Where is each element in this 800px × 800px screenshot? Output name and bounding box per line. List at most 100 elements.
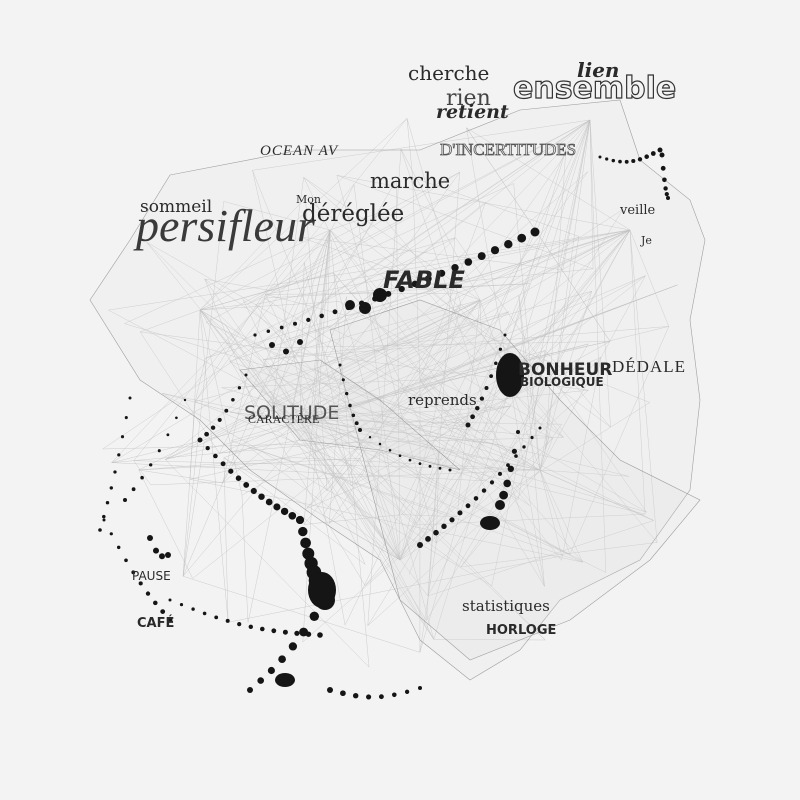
trail-dot	[503, 479, 512, 488]
trail-dot	[388, 449, 392, 452]
web-line	[399, 291, 592, 561]
web-line	[322, 172, 460, 365]
web-line	[518, 295, 545, 587]
trail-dot	[128, 396, 132, 400]
trail-dot	[257, 677, 264, 684]
web-line	[183, 576, 420, 653]
web-line	[441, 229, 631, 460]
web-line	[189, 309, 201, 480]
trail-dot	[441, 523, 447, 529]
web-line	[456, 299, 481, 517]
web-line	[165, 459, 370, 668]
web-line	[498, 229, 631, 473]
trail-dot	[504, 239, 513, 249]
trail-dot	[117, 453, 121, 457]
web-line	[460, 542, 658, 568]
web-line	[399, 452, 439, 561]
web-line	[589, 119, 606, 573]
trail-dot	[297, 339, 303, 345]
web-line	[303, 514, 402, 525]
trail-dot	[220, 461, 226, 467]
trail-dot	[202, 611, 207, 616]
web-line	[224, 324, 434, 640]
web-line	[419, 201, 486, 381]
web-line	[419, 284, 678, 381]
web-line	[182, 229, 331, 577]
trail-dot	[408, 458, 412, 462]
trail-dot	[327, 687, 333, 693]
trail-dot	[278, 655, 286, 664]
web-line	[539, 436, 550, 471]
web-line	[307, 343, 589, 419]
web-line	[199, 237, 456, 311]
web-line	[146, 242, 481, 434]
trail-dot	[309, 611, 320, 622]
web-line	[277, 430, 462, 568]
trail-dot	[183, 398, 187, 402]
web-line	[491, 119, 591, 586]
web-line	[479, 299, 571, 555]
trail-dot	[359, 302, 371, 314]
web-line	[108, 309, 583, 563]
trail-dot	[644, 154, 649, 159]
web-line	[165, 430, 278, 460]
web-line	[449, 293, 457, 328]
trail-dot	[418, 686, 422, 690]
trail-dot	[354, 421, 359, 426]
trail-dot	[153, 547, 159, 554]
web-line	[271, 177, 304, 413]
web-line	[273, 119, 591, 292]
web-line	[367, 357, 601, 461]
web-line	[199, 118, 408, 311]
trail-dot	[514, 454, 518, 458]
trail-dot	[298, 526, 308, 537]
web-lines	[102, 118, 678, 668]
web-line	[290, 414, 606, 573]
web-line	[305, 197, 328, 491]
trail-dot	[624, 159, 629, 164]
web-line	[427, 229, 631, 597]
web-line	[204, 278, 274, 292]
web-line	[310, 284, 678, 423]
trail-dot	[294, 630, 300, 636]
trail-dot	[475, 405, 480, 411]
web-line	[325, 408, 471, 428]
web-line	[162, 393, 336, 441]
web-line	[266, 401, 499, 445]
trail-dot	[417, 542, 423, 548]
web-line	[367, 209, 623, 626]
web-line	[199, 309, 383, 539]
web-line	[335, 275, 646, 441]
trail-dot	[418, 462, 422, 465]
web-line	[133, 297, 265, 461]
trail-dot	[598, 155, 602, 159]
word-incertitudes: D'INCERTITUDES	[440, 140, 577, 159]
web-line	[224, 324, 328, 491]
trail-dot	[657, 147, 663, 153]
trail-dot	[166, 433, 170, 437]
trail-dot	[424, 275, 432, 283]
web-line	[329, 212, 380, 231]
trail-dot	[266, 329, 271, 334]
trail-dot	[317, 632, 323, 638]
web-line	[219, 419, 301, 454]
web-line	[290, 414, 550, 437]
web-line	[307, 417, 541, 471]
web-line	[266, 229, 631, 403]
web-line	[406, 118, 413, 178]
trail-dot	[368, 435, 372, 439]
trail-dot	[145, 591, 151, 596]
web-line	[206, 119, 591, 323]
web-line	[241, 495, 249, 623]
trail-dot	[168, 598, 172, 602]
web-line	[306, 458, 360, 509]
trail-dot	[235, 475, 242, 481]
trail-dot	[438, 269, 446, 277]
word-dedale: DÉDALE	[612, 357, 686, 376]
web-line	[252, 170, 389, 513]
web-line	[481, 334, 564, 438]
web-line	[222, 294, 266, 483]
web-line	[108, 229, 631, 311]
web-line	[248, 446, 583, 563]
